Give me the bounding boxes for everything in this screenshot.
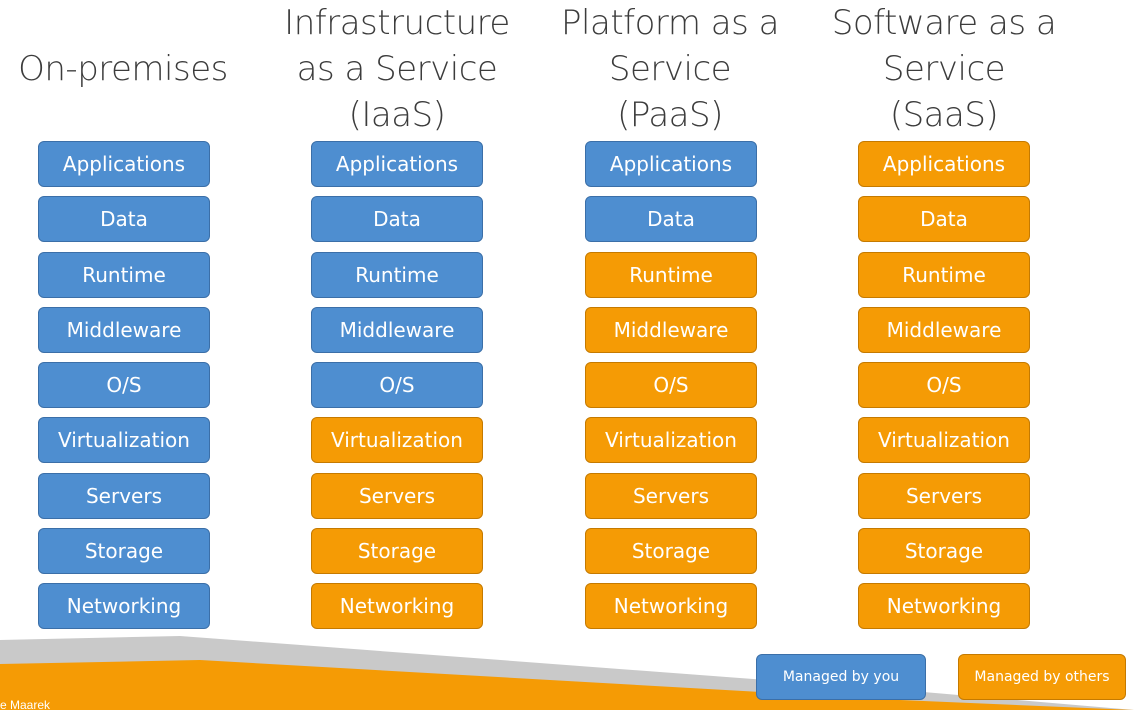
layer-o-s: O/S [858, 362, 1030, 408]
column-title-line: Software as a [831, 3, 1057, 43]
layer-label: O/S [379, 373, 415, 397]
layer-runtime: Runtime [585, 252, 757, 298]
layer-middleware: Middleware [858, 307, 1030, 353]
layer-servers: Servers [38, 473, 210, 519]
layer-label: Storage [84, 539, 164, 563]
layer-servers: Servers [311, 473, 483, 519]
layer-label: Servers [905, 484, 982, 508]
legend-managed-by-you-label: Managed by you [782, 669, 900, 685]
column-title-4: Software as a Service (SaaS) [794, 0, 1094, 138]
layer-applications: Applications [311, 141, 483, 187]
layer-label: Middleware [886, 318, 1002, 342]
layer-label: Runtime [355, 263, 439, 287]
layer-data: Data [311, 196, 483, 242]
column-title-1: On-premises [0, 46, 273, 92]
layer-label: Storage [904, 539, 984, 563]
column-title-line: Platform as a [561, 3, 779, 43]
layer-runtime: Runtime [858, 252, 1030, 298]
column-title-line: (SaaS) [889, 95, 999, 135]
layer-data: Data [38, 196, 210, 242]
column-title-line: Service [608, 49, 732, 89]
layer-label: Storage [357, 539, 437, 563]
layer-label: Data [373, 207, 421, 231]
layer-label: Servers [85, 484, 162, 508]
layer-networking: Networking [311, 583, 483, 629]
layer-middleware: Middleware [585, 307, 757, 353]
legend-managed-by-you: Managed by you [756, 654, 926, 700]
layer-servers: Servers [585, 473, 757, 519]
column-title-2: Infrastructure as a Service (IaaS) [247, 0, 547, 138]
layer-label: Networking [886, 594, 1002, 618]
layer-runtime: Runtime [38, 252, 210, 298]
layer-data: Data [858, 196, 1030, 242]
layer-storage: Storage [38, 528, 210, 574]
layer-o-s: O/S [38, 362, 210, 408]
column-title-line: (PaaS) [617, 95, 723, 135]
layer-label: Middleware [339, 318, 455, 342]
layer-label: Virtualization [878, 428, 1010, 452]
layer-storage: Storage [858, 528, 1030, 574]
layer-middleware: Middleware [38, 307, 210, 353]
layer-applications: Applications [38, 141, 210, 187]
layer-label: Data [920, 207, 968, 231]
column-title-line: Infrastructure [284, 3, 510, 43]
layer-label: Runtime [629, 263, 713, 287]
layer-storage: Storage [311, 528, 483, 574]
legend-managed-by-others: Managed by others [958, 654, 1126, 700]
layer-label: Runtime [82, 263, 166, 287]
column-title-line: as a Service [296, 49, 498, 89]
layer-label: Applications [62, 152, 186, 176]
layer-data: Data [585, 196, 757, 242]
layer-applications: Applications [585, 141, 757, 187]
column-title-line: Service [882, 49, 1006, 89]
layer-label: O/S [653, 373, 689, 397]
layer-label: O/S [926, 373, 962, 397]
layer-label: Middleware [613, 318, 729, 342]
layer-label: Applications [609, 152, 733, 176]
legend-managed-by-others-label: Managed by others [974, 669, 1110, 685]
footer-author: e Maarek [0, 698, 51, 710]
layer-label: Storage [631, 539, 711, 563]
layer-label: Virtualization [605, 428, 737, 452]
layer-networking: Networking [858, 583, 1030, 629]
layer-networking: Networking [38, 583, 210, 629]
layer-applications: Applications [858, 141, 1030, 187]
layer-label: Networking [66, 594, 182, 618]
layer-label: Applications [882, 152, 1006, 176]
column-title-line: On-premises [18, 49, 228, 89]
layer-virtualization: Virtualization [38, 417, 210, 463]
column-title-3: Platform as a Service (PaaS) [520, 0, 820, 138]
layer-label: Data [647, 207, 695, 231]
layer-virtualization: Virtualization [858, 417, 1030, 463]
layer-label: Virtualization [331, 428, 463, 452]
layer-label: Networking [613, 594, 729, 618]
layer-label: Virtualization [58, 428, 190, 452]
layer-virtualization: Virtualization [311, 417, 483, 463]
layer-o-s: O/S [585, 362, 757, 408]
layer-label: Servers [358, 484, 435, 508]
layer-networking: Networking [585, 583, 757, 629]
layer-label: Servers [632, 484, 709, 508]
layer-label: Networking [339, 594, 455, 618]
column-title-line: (IaaS) [348, 95, 446, 135]
layer-label: Data [100, 207, 148, 231]
layer-label: Middleware [66, 318, 182, 342]
layer-servers: Servers [858, 473, 1030, 519]
layer-storage: Storage [585, 528, 757, 574]
layer-virtualization: Virtualization [585, 417, 757, 463]
layer-o-s: O/S [311, 362, 483, 408]
layer-middleware: Middleware [311, 307, 483, 353]
layer-label: O/S [106, 373, 142, 397]
layer-label: Runtime [902, 263, 986, 287]
layer-label: Applications [335, 152, 459, 176]
layer-runtime: Runtime [311, 252, 483, 298]
